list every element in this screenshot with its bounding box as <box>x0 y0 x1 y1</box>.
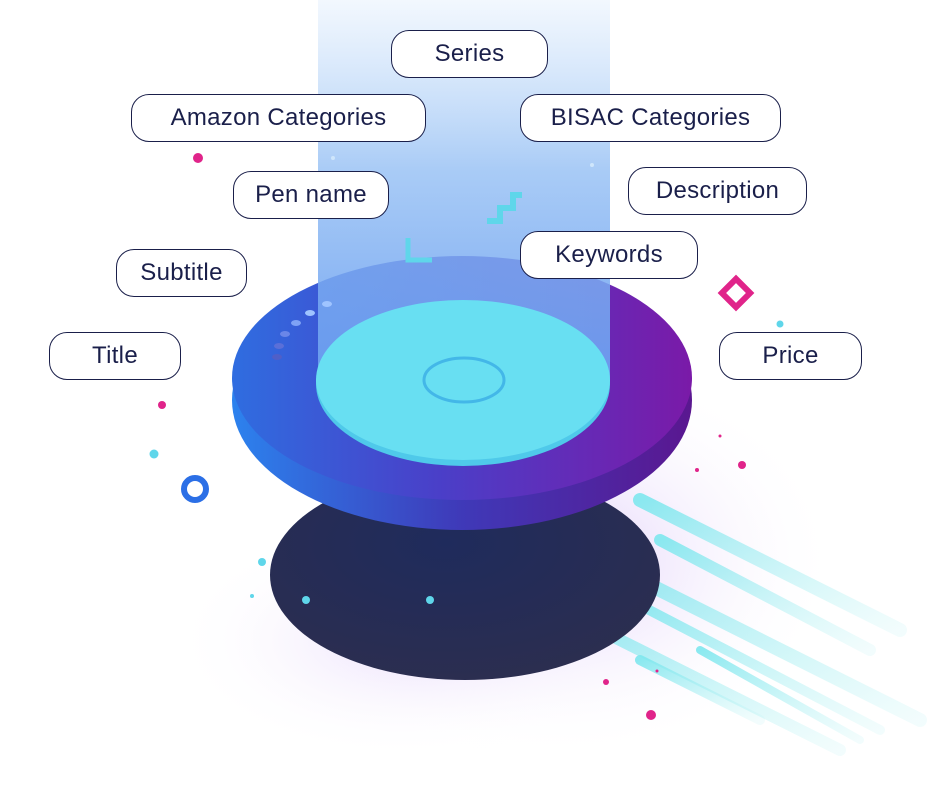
ring-dots <box>272 301 332 360</box>
tag-series[interactable]: Series <box>391 30 548 78</box>
pink-dot <box>193 153 203 163</box>
pink-diamond-icon <box>717 274 755 312</box>
cyan-dot <box>331 156 335 160</box>
step-icon <box>487 192 522 224</box>
cyan-dot <box>149 449 159 459</box>
pink-dot <box>738 461 746 469</box>
shadow-disc <box>270 470 660 680</box>
tag-subtitle[interactable]: Subtitle <box>116 249 247 297</box>
corner-icon <box>405 238 432 263</box>
tag-pen-name[interactable]: Pen name <box>233 171 389 219</box>
center-ring <box>422 356 506 404</box>
cyan-dot <box>250 594 254 598</box>
tag-price[interactable]: Price <box>719 332 862 380</box>
tag-bisac-categories[interactable]: BISAC Categories <box>520 94 781 142</box>
pink-dot <box>695 468 699 472</box>
blue-ring-icon <box>181 475 209 503</box>
pink-dot <box>603 679 609 685</box>
tag-title[interactable]: Title <box>49 332 181 380</box>
tag-description[interactable]: Description <box>628 167 807 215</box>
cyan-dot <box>590 163 594 167</box>
pink-dot <box>655 669 659 673</box>
pink-dot <box>646 710 656 720</box>
tag-keywords[interactable]: Keywords <box>520 231 698 279</box>
cyan-dot <box>426 596 434 604</box>
cyan-dot <box>302 596 310 604</box>
pink-dot <box>718 434 722 438</box>
tag-amazon-categories[interactable]: Amazon Categories <box>131 94 426 142</box>
cyan-dot <box>776 320 784 328</box>
cyan-dot <box>258 558 266 566</box>
pink-dot <box>158 401 166 409</box>
cyan-disc <box>316 300 610 460</box>
